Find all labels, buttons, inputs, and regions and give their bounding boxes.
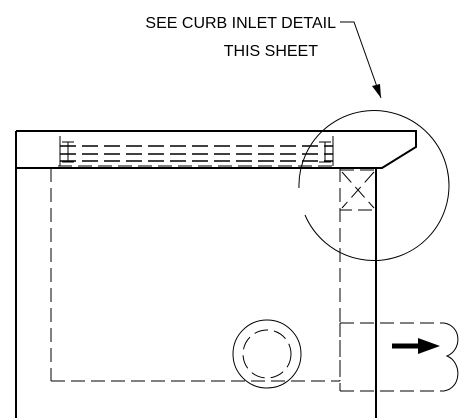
- right-support-beam: [319, 141, 331, 163]
- flow-direction-arrow: [392, 338, 440, 354]
- pipe-knockout-circle: [232, 319, 302, 389]
- inlet-box-walls: [15, 168, 377, 418]
- callout-text-line-1: SEE CURB INLET DETAIL: [145, 15, 336, 32]
- leader-arrowhead: [372, 84, 381, 98]
- grate-frame: [58, 136, 336, 167]
- left-support-beam: [62, 141, 74, 163]
- outlet-pipe: [339, 322, 459, 392]
- corner-block-hidden: [339, 169, 377, 211]
- detail-circle: [298, 110, 450, 261]
- curb-top-slab: [15, 130, 417, 169]
- callout-text-line-2: THIS SHEET: [224, 43, 318, 60]
- flow-arrowhead: [418, 338, 440, 354]
- callout-leader: [340, 21, 382, 99]
- inner-box-hidden: [50, 168, 341, 382]
